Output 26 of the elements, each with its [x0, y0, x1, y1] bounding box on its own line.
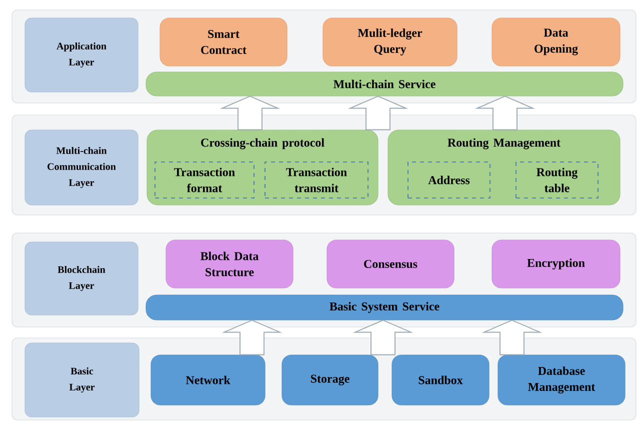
module-box: Data Opening [492, 18, 620, 66]
module-box: Consensus [326, 240, 454, 288]
module-box: Storage [282, 354, 378, 406]
module-box: Smart Contract [160, 18, 288, 66]
module-box: Block Data Structure [166, 240, 294, 288]
block-arrow [352, 320, 414, 356]
layer-label-box: Basic Layer [24, 342, 140, 418]
module-box: Encryption [492, 240, 620, 288]
block-arrow [220, 96, 280, 130]
component-box: Routing table [515, 161, 599, 199]
module-box: Database Management [498, 354, 626, 406]
block-arrow [222, 320, 282, 356]
component-box: Address [407, 161, 491, 199]
layer-label-box: Multi-chain Communication Layer [24, 130, 138, 206]
block-arrow [348, 96, 408, 130]
layer-label-box: Application Layer [24, 18, 138, 92]
layer-label-box: Blockchain Layer [24, 242, 138, 316]
module-box: Network [150, 354, 266, 406]
service-bar: Multi-chain Service [146, 72, 624, 96]
block-arrow [474, 96, 536, 130]
component-box: Transaction format [154, 161, 255, 199]
module-box: Sandbox [392, 354, 490, 406]
block-arrow [482, 320, 542, 356]
component-box: Transaction transmit [264, 161, 369, 199]
module-box: Mulit-ledger Query [322, 18, 458, 66]
service-bar: Basic System Service [146, 294, 624, 320]
